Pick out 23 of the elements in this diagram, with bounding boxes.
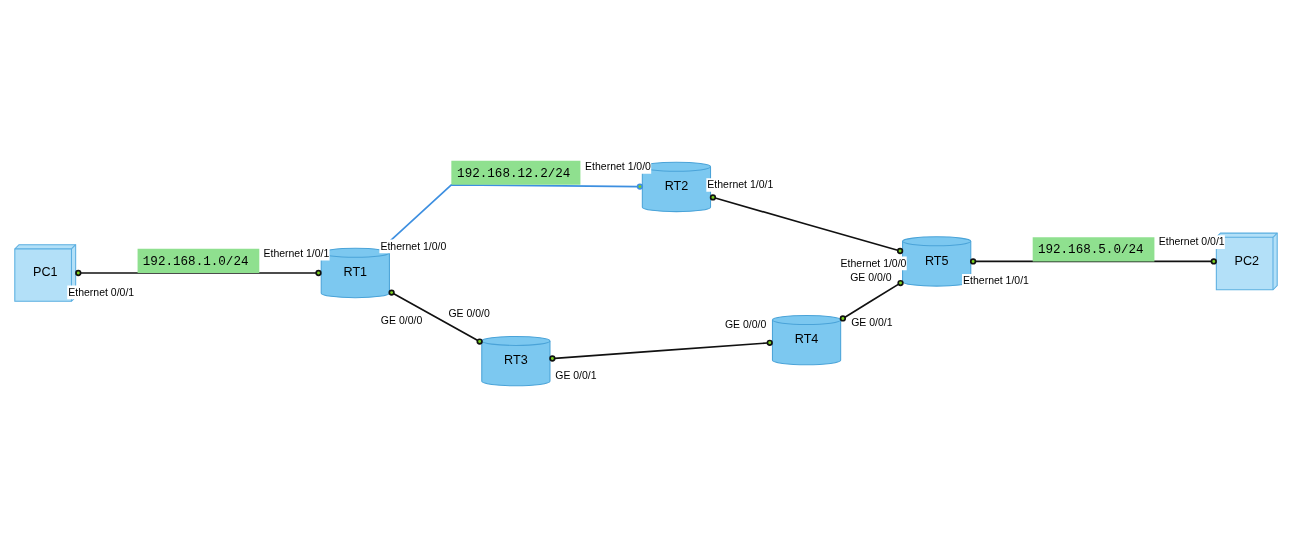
node-label: GE 0/0/1 [555,370,597,382]
node-label: Ethernet 0/0/1 [68,286,135,298]
node-label: GE 0/0/0 [448,307,490,319]
node-label: Ethernet 1/0/1 [963,274,1029,286]
node-label: Ethernet 1/0/1 [263,247,330,259]
connector [709,194,904,255]
edge-label: 192.168.12.2/24 [457,166,571,181]
connector [969,258,1217,265]
edge-label: 192.168.1.0/24 [142,254,249,269]
node-label: Ethernet 1/0/0 [585,161,651,173]
edge-label: 192.168.5.0/24 [1037,243,1144,258]
node-label: Ethernet 1/0/1 [707,179,774,191]
connector [388,289,483,345]
connector [839,279,904,322]
node-label: Ethernet 1/0/0 [840,257,907,269]
node-label: Ethernet 1/0/0 [380,240,447,252]
connector [75,269,322,277]
node-label: GE 0/0/0 [850,272,892,284]
node-label: Ethernet 0/0/1 [1158,236,1225,248]
node-label: GE 0/0/0 [724,319,767,331]
node-label: GE 0/0/0 [380,314,423,326]
node-label: GE 0/0/1 [851,317,893,329]
connector [549,339,773,362]
